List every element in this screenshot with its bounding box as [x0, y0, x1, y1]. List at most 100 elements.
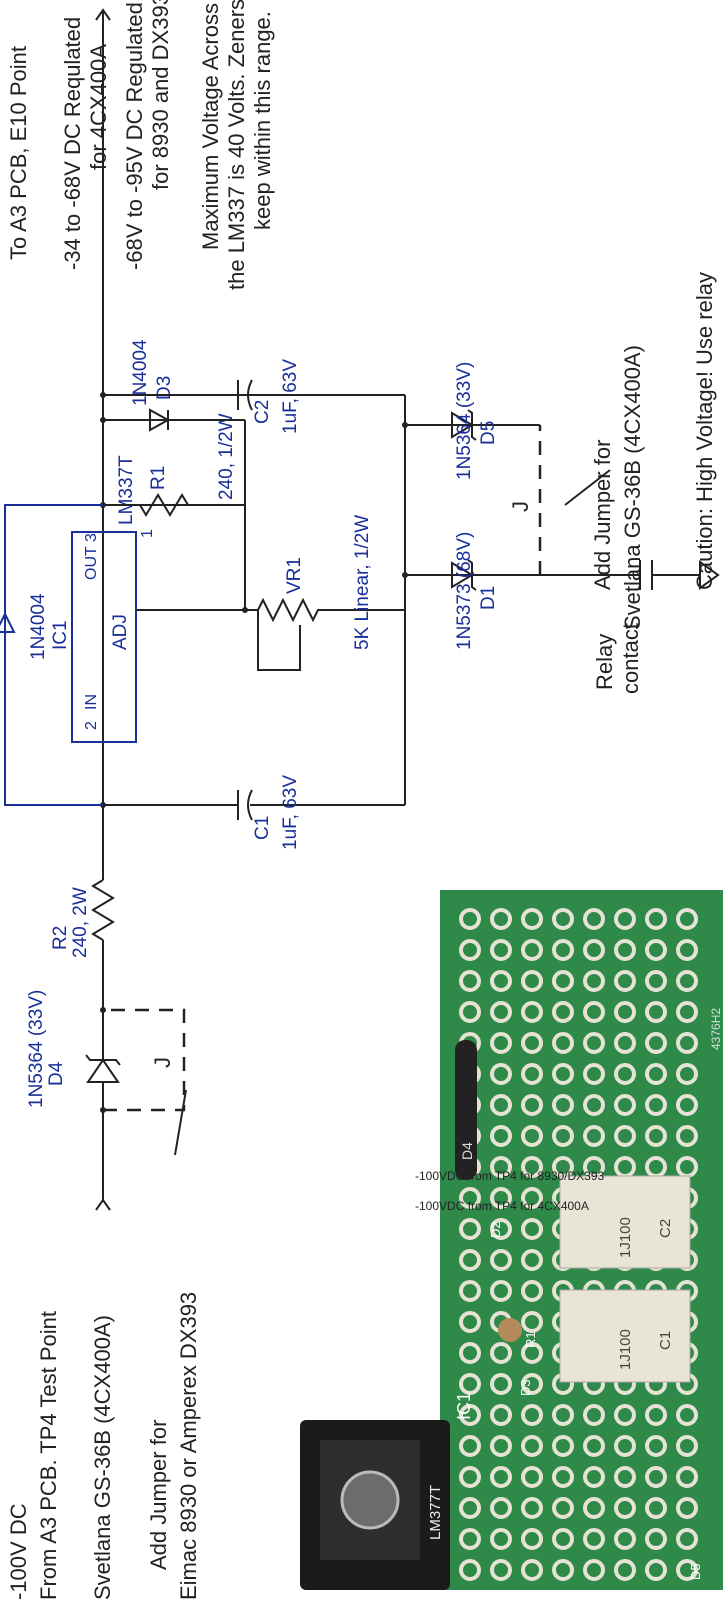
board-pad: [459, 1249, 481, 1271]
board-pad: [521, 1435, 543, 1457]
board-pad: [614, 970, 636, 992]
d3-value-label: 1N4004: [130, 339, 151, 406]
reg1-line2: for 4CX400A: [86, 44, 111, 170]
board-pad: [583, 1559, 605, 1581]
board-pad: [521, 1559, 543, 1581]
board-pad: [645, 1404, 667, 1426]
c1-ref-label: C1: [252, 816, 273, 840]
c2-ref-label: C2: [252, 400, 273, 424]
board-pad: [459, 1342, 481, 1364]
board-pad: [645, 1094, 667, 1116]
board-pad: [676, 1466, 698, 1488]
board-pad: [645, 1466, 667, 1488]
board-pad: [521, 1156, 543, 1178]
caution-note: Caution: High Voltage! Use relay: [692, 272, 717, 590]
board-pad: [490, 1249, 512, 1271]
d3-photo-ref: D3: [518, 1379, 533, 1396]
board-pad: [552, 908, 574, 930]
board-pad: [552, 1063, 574, 1085]
zener-d1-bar: [467, 559, 477, 591]
r2-value-label: 240, 2W: [70, 887, 91, 958]
vr1-ref-label: VR1: [284, 557, 305, 594]
board-pad: [645, 939, 667, 961]
board-pad: [614, 1435, 636, 1457]
board-pad: [645, 1435, 667, 1457]
board-photo: LM377T IC1 1J100 C1 1J100 C2 D4 D2 D3 D5…: [300, 890, 723, 1590]
ic1-in-label: IN: [83, 694, 100, 710]
resistor-r2: [91, 879, 115, 941]
relay-label-line2: contact: [618, 623, 643, 694]
board-code: 4376H2: [709, 1008, 723, 1050]
board-pad: [490, 939, 512, 961]
d4-photo-ref: D4: [459, 1142, 475, 1160]
board-pad: [459, 1311, 481, 1333]
ic1-pin3-label: 3: [83, 533, 100, 542]
vr1-wiper: [257, 610, 301, 671]
max-voltage-line1: Maximum Voltage Across: [198, 3, 223, 250]
board-pad: [490, 1032, 512, 1054]
board-pad: [552, 1001, 574, 1023]
board-pad: [490, 1280, 512, 1302]
board-pad: [490, 1187, 512, 1209]
reg2-line1: -68V to -95V DC Regulated: [122, 2, 147, 270]
board-pad: [614, 908, 636, 930]
vr1-value-label: 5K Linear, 1/2W: [352, 515, 373, 650]
board-pad: [583, 1404, 605, 1426]
board-pad: [552, 1497, 574, 1519]
board-pad: [459, 1466, 481, 1488]
zener-d1: [451, 561, 474, 589]
board-pad: [676, 1094, 698, 1116]
c1-photo-ref: C1: [657, 1331, 674, 1350]
board-pad: [645, 1497, 667, 1519]
resistor-r1: [103, 493, 245, 517]
board-pad: [490, 1001, 512, 1023]
board-pad: [521, 1001, 543, 1023]
ic1-pin1-label: 1: [139, 529, 156, 538]
c1-value-label: 1uF, 63V: [280, 775, 301, 850]
max-voltage-line3: keep within this range.: [250, 11, 275, 230]
board-pad: [583, 1063, 605, 1085]
c2-code-label: 1J100: [617, 1217, 634, 1258]
board-pad: [521, 1466, 543, 1488]
capacitor-c2-plate-b: [247, 379, 253, 411]
reg1-line1: -34 to -68V DC Requlated: [60, 17, 85, 270]
board-pad: [552, 1466, 574, 1488]
board-pad: [583, 970, 605, 992]
capacitor-c1-plate-b: [247, 789, 253, 821]
board-pad: [490, 1125, 512, 1147]
board-pad: [490, 1063, 512, 1085]
board-pad: [552, 1125, 574, 1147]
board-pad: [490, 1435, 512, 1457]
d5-ref-label: D5: [478, 421, 499, 445]
board-pad: [490, 1373, 512, 1395]
r1-photo-ref: R1: [523, 1331, 538, 1348]
board-pad: [645, 1063, 667, 1085]
board-pad: [614, 939, 636, 961]
board-pad: [583, 1001, 605, 1023]
board-pad: [614, 1125, 636, 1147]
board-pad: [459, 1528, 481, 1550]
r1-ref-label: R1: [148, 466, 169, 490]
board-pad: [614, 1404, 636, 1426]
board-pad: [614, 1032, 636, 1054]
relay-label-line1: Relay: [592, 634, 617, 690]
output-arrow: [95, 8, 111, 21]
board-pad: [490, 1559, 512, 1581]
diode-d4-photo: [455, 1040, 477, 1180]
board-pad: [552, 1559, 574, 1581]
board-pad: [459, 970, 481, 992]
c2-photo-ref: C2: [657, 1219, 674, 1238]
board-pad: [521, 1280, 543, 1302]
d3-ref-label: D3: [154, 376, 175, 400]
jumper-j2-note1: Add Jumper for: [590, 440, 615, 590]
photo-note-8930: -100VDC from TP4 for 8930/DX393: [415, 1169, 605, 1183]
jumper-j1-label: J: [150, 1057, 175, 1068]
board-pad: [645, 1559, 667, 1581]
board-pad: [521, 1342, 543, 1364]
board-pad: [521, 1125, 543, 1147]
board-pad: [521, 1528, 543, 1550]
board-pad: [676, 1559, 698, 1581]
board-pad: [676, 1497, 698, 1519]
ic1-out-label: OUT: [83, 546, 100, 580]
